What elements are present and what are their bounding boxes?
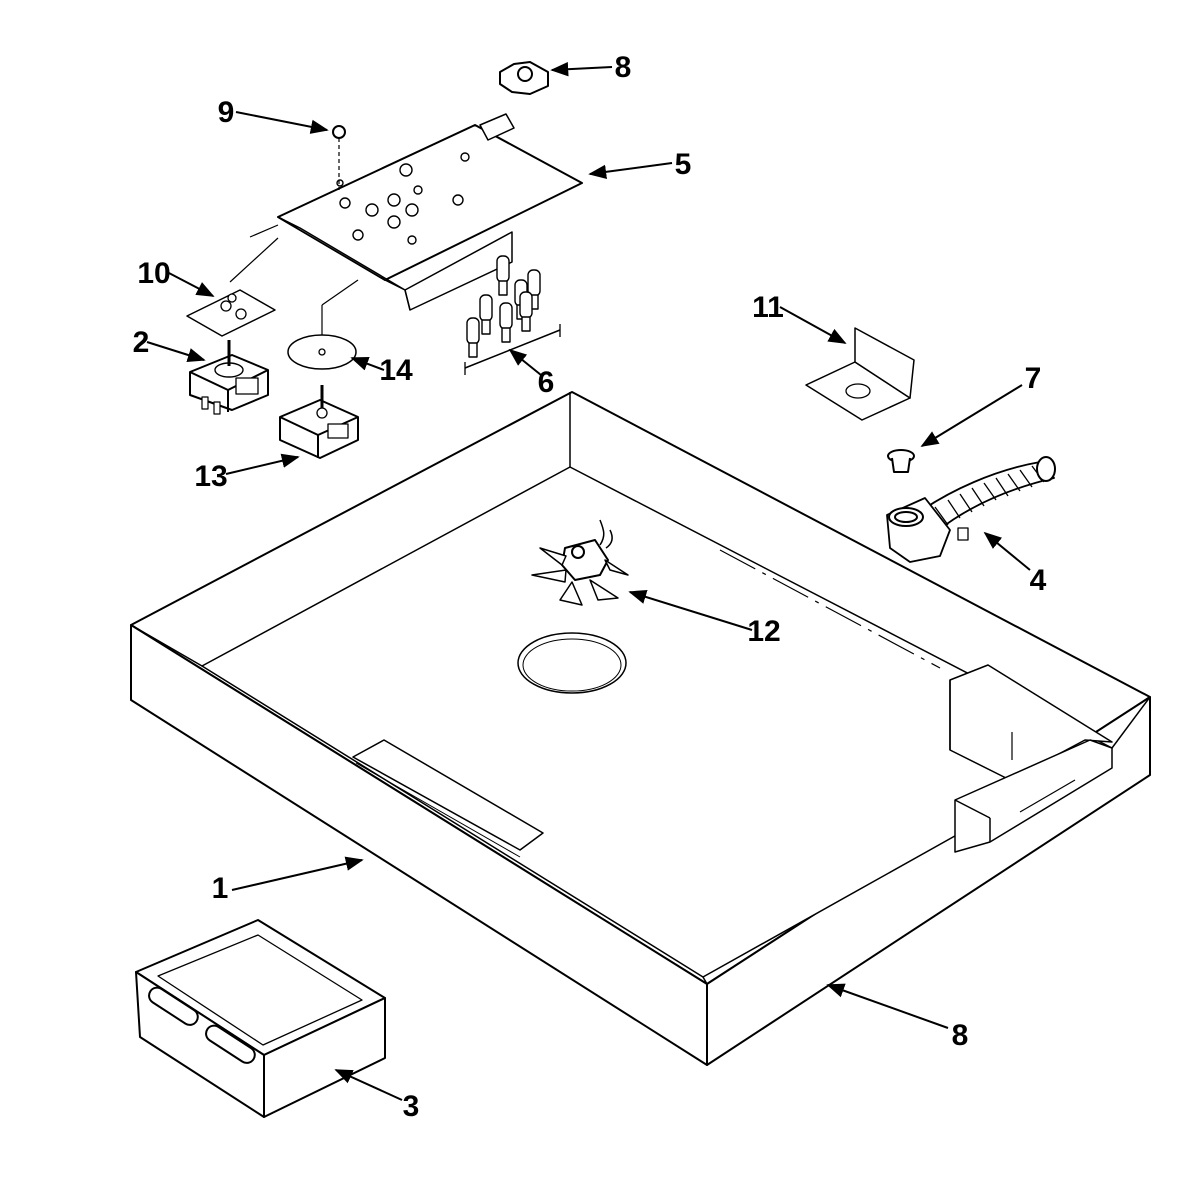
callout-2: 2 [133,326,150,359]
mounting-clip-part [499,61,549,95]
screw-part [332,125,346,190]
indicator-lights-part [464,255,561,375]
gasket-plate-part [186,237,279,337]
spacer-disc-part [287,279,359,370]
hole-plug-part [887,449,915,473]
callout-13: 13 [194,460,227,493]
callout-12: 12 [747,615,780,648]
callout-1: 1 [212,872,229,905]
control-panel-cover-part [277,113,583,311]
callout-9: 9 [218,96,235,129]
callout-8-top: 8 [615,51,632,84]
small-drawer-part [135,919,386,1118]
rotary-switch-part [189,340,269,415]
callout-6: 6 [538,366,555,399]
callout-7: 7 [1025,362,1042,395]
fan-motor-part [531,519,629,606]
callout-11: 11 [752,291,784,324]
infinite-switch-part [279,385,359,459]
mounting-bracket-part [805,327,915,421]
callout-10: 10 [137,257,170,290]
base-pan-part [130,391,1151,1066]
callout-14: 14 [379,354,413,387]
callout-8-bottom: 8 [952,1019,969,1052]
callout-3: 3 [403,1090,420,1123]
flexible-duct-part [886,456,1056,563]
callout-5: 5 [675,148,692,181]
callout-4: 4 [1030,564,1047,597]
